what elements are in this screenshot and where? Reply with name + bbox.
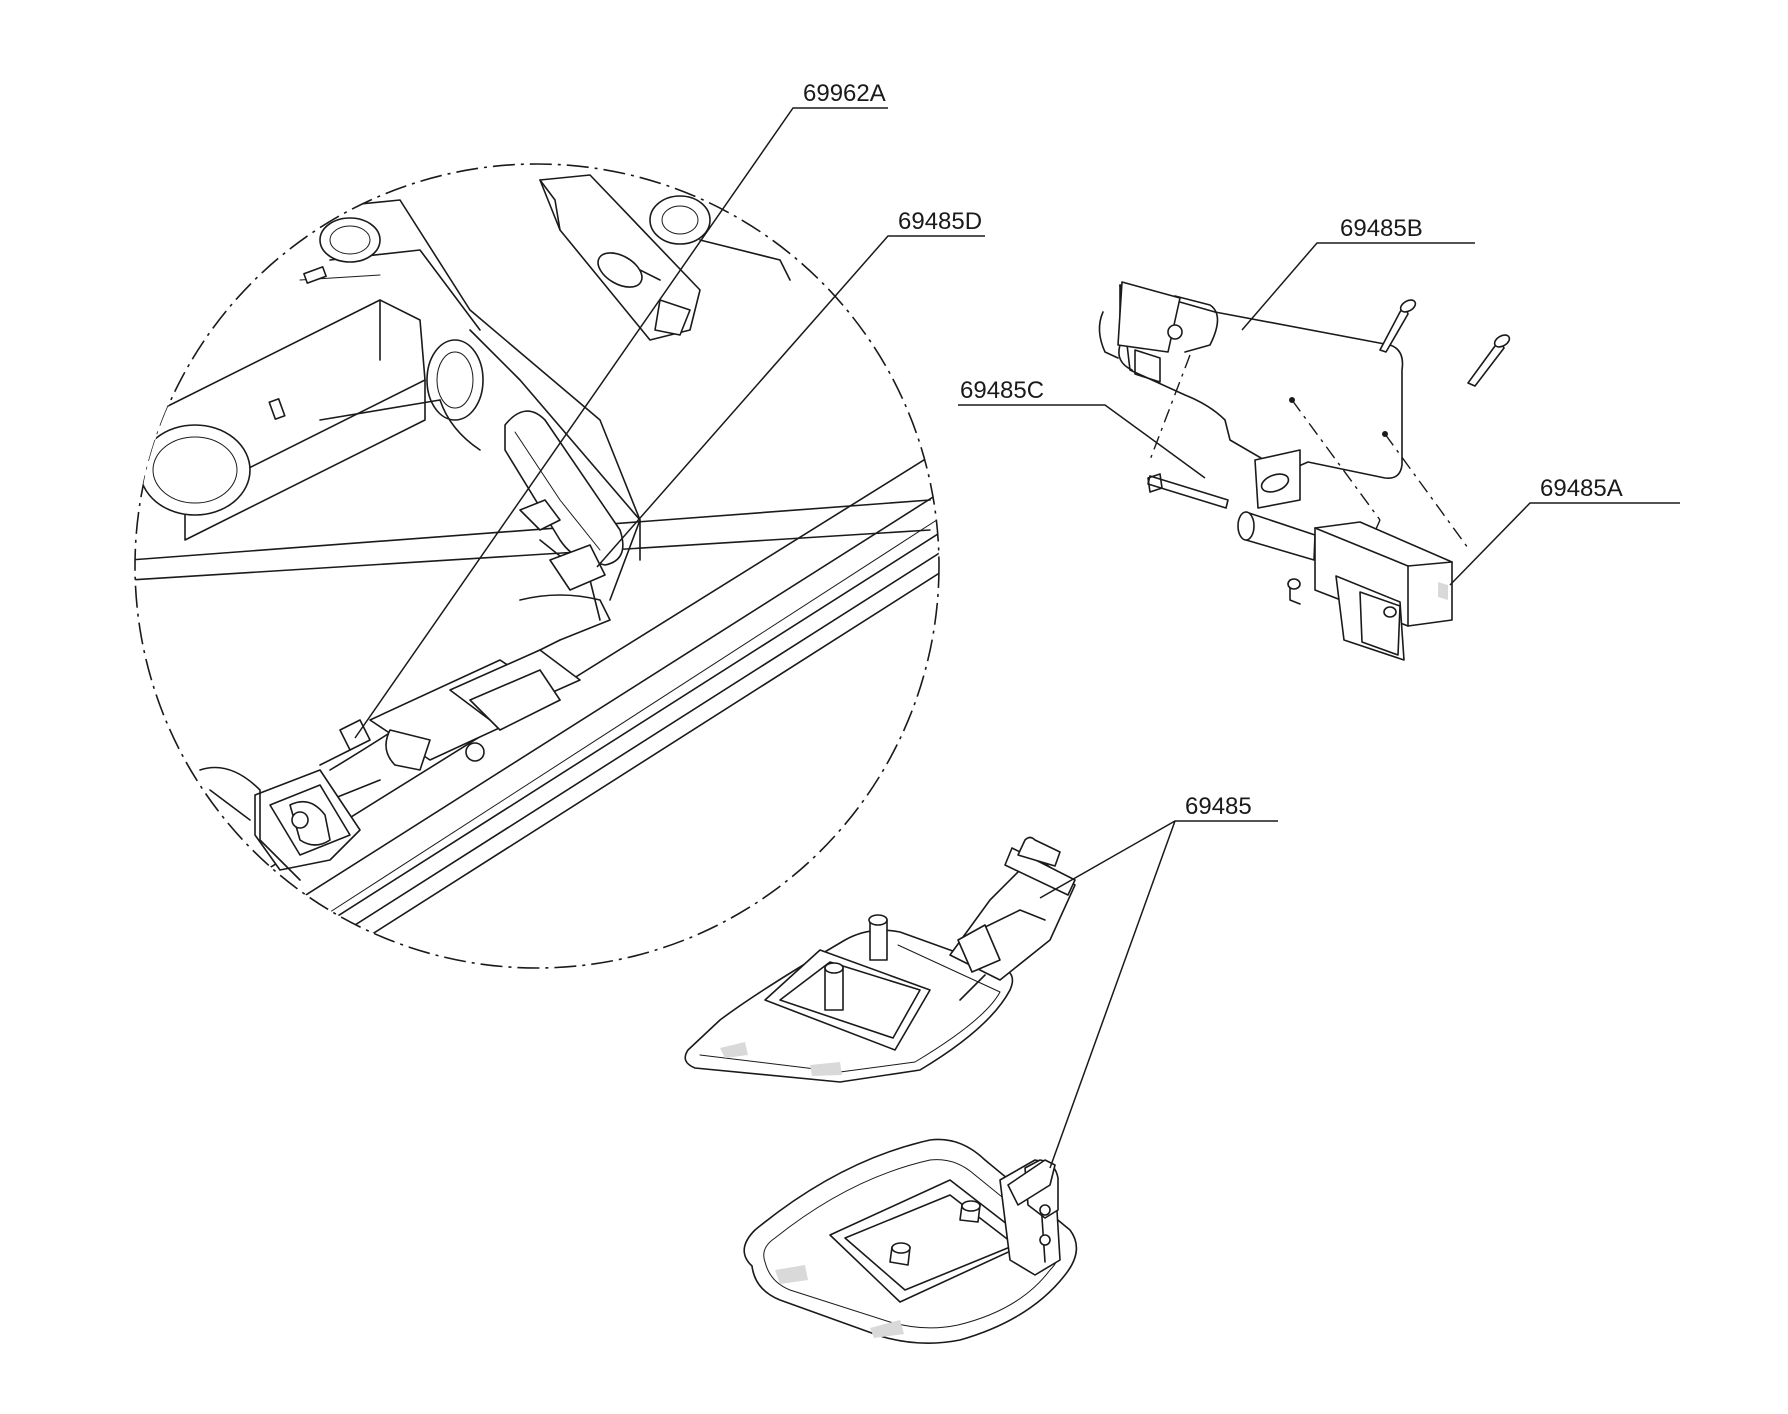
callout-69485D: 69485D [898,208,982,235]
callout-69485A: 69485A [1540,475,1623,502]
connector-2 [549,544,606,591]
door-2-pin-2 [889,1242,911,1266]
door-1-pin-2 [824,962,844,1011]
mounting-bracket [1119,284,1404,480]
leader-69485B [1241,242,1475,331]
fuel-door-open [684,836,1076,1083]
cross-member [139,299,426,541]
leader-69485A [1449,502,1680,586]
screw-1 [1379,299,1417,353]
body-rail [135,449,939,968]
callout-leaders [354,107,1680,1169]
leader-69485D [596,235,985,568]
leader-69962A [354,107,888,739]
leader-69485-upper [1039,820,1278,899]
plunger-rod [1147,475,1229,509]
callout-labels: 69962A 69485D 69485B 69485C 69485A 69485 [803,80,1623,820]
panel-slot [504,410,624,566]
callout-69485C: 69485C [960,377,1044,404]
actuator-motor [1237,511,1453,661]
door-1-pin-1 [868,914,888,961]
callout-69485B: 69485B [1340,215,1423,242]
fuel-door-closed [743,1138,1078,1344]
detail-circle-outline [134,163,940,969]
leader-69485-lower [1049,820,1176,1169]
upper-bracket [539,174,791,341]
detail-view-vehicle-underside [134,163,940,969]
actuator-assembly [319,399,611,801]
callout-69485: 69485 [1185,793,1252,820]
callout-69962A: 69962A [803,80,886,107]
screw-2 [1467,334,1511,387]
center-panel [426,329,641,566]
grommet [649,195,711,245]
floor-panel [299,199,641,601]
connector [519,499,561,531]
leader-69485C [958,404,1206,479]
actuator-exploded-view [1098,281,1511,661]
cross-member-hole [139,424,251,516]
door-housing-detail [199,766,361,881]
panel-hole-upper [426,339,484,421]
door-2-pin-1 [959,1200,981,1223]
